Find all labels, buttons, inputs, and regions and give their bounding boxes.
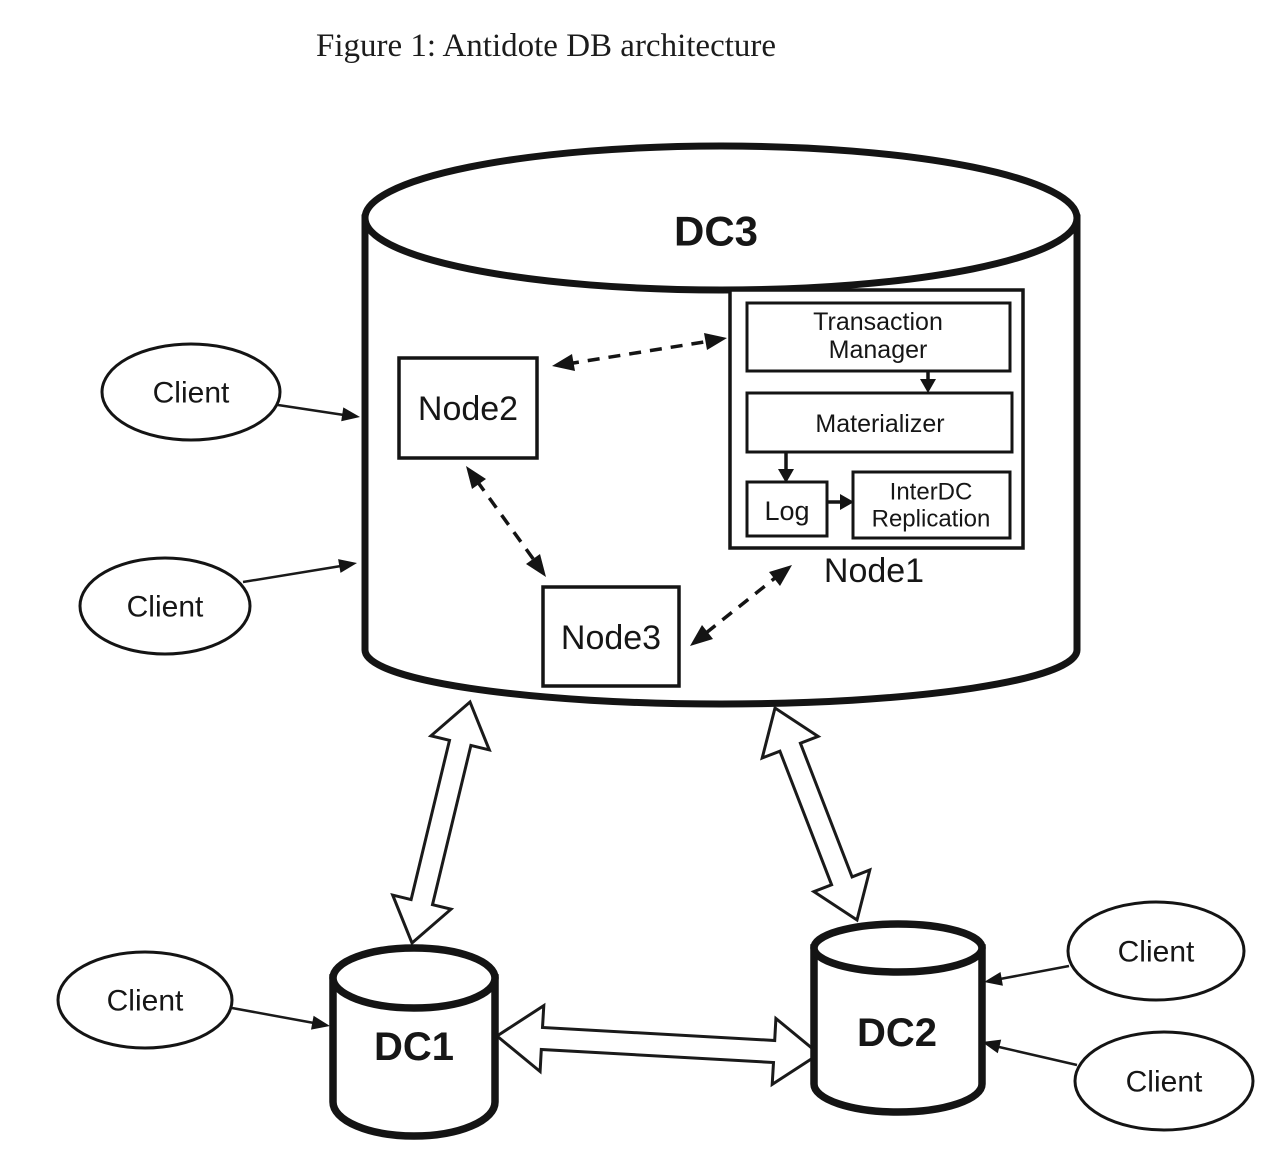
client-arrow-to-dc1 xyxy=(231,1006,330,1030)
dc2-label: DC2 xyxy=(857,1011,937,1055)
interdc-replication-label-line2: Replication xyxy=(872,506,991,533)
node2-box xyxy=(397,356,539,460)
arrowhead xyxy=(769,565,792,586)
client-ellipse xyxy=(100,342,282,442)
log-box xyxy=(745,480,829,538)
client-dc3-lower: Client xyxy=(78,556,357,656)
materializer-label: Materializer xyxy=(815,410,944,438)
dc2-cylinder-body xyxy=(810,944,986,1116)
client-ellipse xyxy=(1066,900,1246,1002)
node1: Transaction Manager Materializer Log Int… xyxy=(728,288,1025,590)
dc1-cylinder-body xyxy=(329,974,499,1140)
client-label: Client xyxy=(1118,936,1195,969)
materializer-box xyxy=(745,391,1014,454)
client-dc2-lower: Client xyxy=(982,1030,1255,1132)
transaction-manager-box xyxy=(745,301,1012,373)
arrowhead xyxy=(552,354,575,371)
client-arrow-to-dc2 xyxy=(982,1039,1078,1067)
interdc-replication-label-line1: InterDC xyxy=(890,479,973,506)
arrow-tm-to-materializer xyxy=(920,371,936,393)
arrowhead xyxy=(690,625,713,646)
dc3-cylinder-top xyxy=(361,142,1081,294)
dc1-label: DC1 xyxy=(374,1025,454,1069)
replication-arrow-dc1-dc2 xyxy=(494,1002,822,1088)
arrowhead xyxy=(526,554,546,577)
transaction-manager-label-line1: Transaction xyxy=(813,308,943,336)
dc1-cylinder-top xyxy=(329,944,499,1012)
figure-caption: Figure 1: Antidote DB architecture xyxy=(316,28,776,64)
client-dc1: Client xyxy=(56,950,330,1050)
client-arrow-to-dc3 xyxy=(242,559,357,584)
transaction-manager-label-line2: Manager xyxy=(829,336,928,364)
client-label: Client xyxy=(127,591,204,624)
dashed-link-node2-node1 xyxy=(552,333,727,371)
client-arrow-to-dc3 xyxy=(277,403,360,422)
node3-box xyxy=(541,585,681,688)
client-dc2-upper: Client xyxy=(984,900,1246,1002)
client-label: Client xyxy=(1126,1066,1203,1099)
dashed-link-node2-node3 xyxy=(466,466,546,577)
arrow-materializer-to-log xyxy=(778,452,794,483)
node3: Node3 xyxy=(541,585,681,688)
replication-arrow-dc3-dc1 xyxy=(390,699,492,946)
node1-label: Node1 xyxy=(824,552,924,590)
arrow-log-to-interdc xyxy=(827,494,854,510)
node3-label: Node3 xyxy=(561,619,661,657)
client-ellipse xyxy=(1073,1030,1255,1132)
client-label: Client xyxy=(107,985,184,1018)
node2-label: Node2 xyxy=(418,390,518,428)
node2: Node2 xyxy=(397,356,539,460)
dc2-cylinder-top xyxy=(810,920,986,976)
client-ellipse xyxy=(56,950,234,1050)
dc2-cylinder: DC2 xyxy=(810,920,986,1116)
dashed-link-node3-node1 xyxy=(690,565,792,646)
client-label: Client xyxy=(153,377,230,410)
client-ellipse xyxy=(78,556,252,656)
log-label: Log xyxy=(764,496,809,526)
replication-arrow-dc3-dc2 xyxy=(760,705,872,923)
client-arrow-to-dc2 xyxy=(984,964,1070,986)
dc3-label: DC3 xyxy=(674,208,758,255)
arrowhead xyxy=(704,333,727,350)
interdc-replication-box xyxy=(851,470,1012,540)
arrowhead xyxy=(466,466,486,489)
client-dc3-upper: Client xyxy=(100,342,360,442)
dc1-cylinder: DC1 xyxy=(329,944,499,1140)
